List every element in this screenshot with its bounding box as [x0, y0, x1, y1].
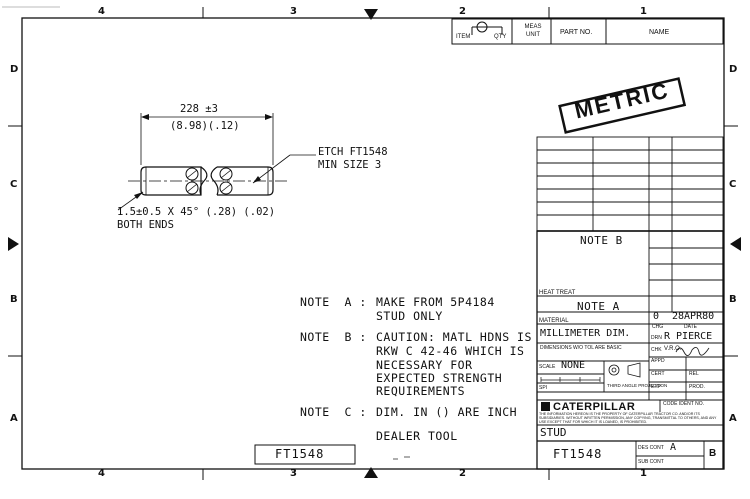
- revision-number: 0: [653, 311, 660, 322]
- chamfer-note-line1: 1.5±0.5 X 45° (.28) (.02): [117, 206, 276, 218]
- note-b-line3: NECESSARY FOR: [376, 358, 473, 372]
- zone-label-right-d: D: [729, 64, 738, 75]
- note-c-line: DIM. IN () ARE INCH: [376, 405, 518, 419]
- zone-label-top-3: 3: [290, 6, 297, 17]
- zone-label-left-b: B: [10, 294, 18, 305]
- caterpillar-wordmark: CATERPILLAR: [553, 401, 636, 413]
- note-c-label: NOTE C :: [300, 405, 367, 419]
- header-name-label: NAME: [649, 29, 670, 36]
- note-a-line2: STUD ONLY: [376, 309, 443, 323]
- rel-label: REL: [689, 371, 699, 377]
- checked-by: V.R.O.: [664, 346, 682, 352]
- title-block-note-b: NOTE B: [580, 234, 623, 247]
- appd-label: APPD: [651, 358, 665, 364]
- center-arrow-left: [8, 237, 19, 251]
- zone-label-top-4: 4: [98, 6, 105, 17]
- header-qty-label: QTY: [494, 34, 507, 40]
- zone-label-bottom-4: 4: [98, 468, 105, 479]
- caterpillar-logo-mark: [541, 402, 550, 411]
- drawing-size: B: [709, 448, 717, 459]
- zone-label-top-1: 1: [640, 6, 647, 17]
- center-arrow-top: [364, 9, 378, 20]
- zone-label-bottom-3: 3: [290, 468, 297, 479]
- zone-label-left-d: D: [10, 64, 19, 75]
- zone-label-right-a: A: [729, 413, 737, 424]
- spi-label: SPI: [539, 385, 548, 391]
- approval-signature: [675, 347, 710, 356]
- scale-label: SCALE: [539, 364, 556, 370]
- center-arrow-bottom: [364, 467, 378, 478]
- note-b-line5: REQUIREMENTS: [376, 384, 466, 398]
- metric-stamp-frame: [558, 77, 687, 134]
- note-b-label: NOTE B :: [300, 330, 367, 344]
- cert-label: CERT: [651, 371, 665, 377]
- projection-cone-symbol: [627, 362, 641, 378]
- zone-label-bottom-1: 1: [640, 468, 647, 479]
- bottom-part-number: FT1548: [275, 447, 325, 461]
- zone-label-left-c: C: [10, 179, 18, 190]
- header-meas-unit-label: MEAS UNIT: [524, 24, 542, 38]
- chk-label: CHK: [651, 347, 662, 353]
- border-frame: [21, 17, 725, 470]
- zone-label-top-2: 2: [459, 6, 466, 17]
- proprietary-notice: THE INFORMATION HEREON IS THE PROPERTY O…: [539, 412, 717, 424]
- title-block-note-a: NOTE A: [577, 300, 620, 313]
- note-a-label: NOTE A :: [300, 295, 367, 309]
- third-angle-label: THIRD ANGLE PROJECTION: [607, 383, 668, 388]
- drn-label: DRN: [651, 335, 662, 341]
- zone-label-right-b: B: [729, 294, 737, 305]
- etch-note-line1: ETCH FT1548: [318, 146, 388, 158]
- des-cont-value: A: [670, 442, 677, 453]
- stud-drawing: [117, 113, 316, 211]
- dimensions-basic-note: DIMENSIONS W/O TOL ARE BASIC: [540, 345, 622, 351]
- revision-grid: [536, 136, 724, 232]
- zone-label-left-a: A: [10, 413, 18, 424]
- note-b-line1: CAUTION: MATL HDNS IS: [376, 330, 532, 344]
- drawn-by: R PIERCE: [664, 331, 713, 342]
- millimeter-units: MILLIMETER DIM.: [540, 328, 631, 339]
- chamfer-note-line2: BOTH ENDS: [117, 219, 174, 231]
- part-number: FT1548: [553, 447, 603, 461]
- header-part-no-label: PART NO.: [560, 29, 593, 36]
- zone-label-right-c: C: [729, 179, 737, 190]
- revision-date: 28APR80: [672, 311, 715, 322]
- sub-cont-label: SUB CONT: [638, 459, 664, 465]
- overall-length-dimension: 228 ±3: [180, 103, 218, 115]
- prod-label: PROD.: [689, 384, 705, 390]
- header-item-label: ITEM: [456, 34, 471, 40]
- center-arrow-right: [730, 237, 741, 251]
- code-ident-label: CODE IDENT NO.: [663, 401, 705, 407]
- chg-label: CHG: [652, 324, 664, 330]
- bottom-part-number-box: [254, 444, 356, 465]
- title-block-frame: [536, 230, 724, 470]
- drawing-title: STUD: [540, 426, 567, 439]
- note-a-line1: MAKE FROM 5P4184: [376, 295, 495, 309]
- exp-label: EXP: [651, 384, 662, 390]
- scale-value: NONE: [561, 360, 586, 371]
- note-b-line2: RKW C 42-46 WHICH IS: [376, 344, 525, 358]
- date-label: DATE: [684, 324, 697, 330]
- note-b-line4: EXPECTED STRENGTH: [376, 371, 503, 385]
- projection-circle-symbol: [608, 364, 620, 376]
- etch-note-line2: MIN SIZE 3: [318, 159, 382, 171]
- material-label: MATERIAL: [539, 318, 569, 324]
- zone-label-bottom-2: 2: [459, 468, 466, 479]
- heat-treat-label: HEAT TREAT: [539, 290, 576, 296]
- des-cont-label: DES CONT: [638, 445, 664, 451]
- dealer-tool-note: DEALER TOOL: [376, 429, 458, 443]
- overall-length-inch: (8.98)(.12): [170, 120, 240, 132]
